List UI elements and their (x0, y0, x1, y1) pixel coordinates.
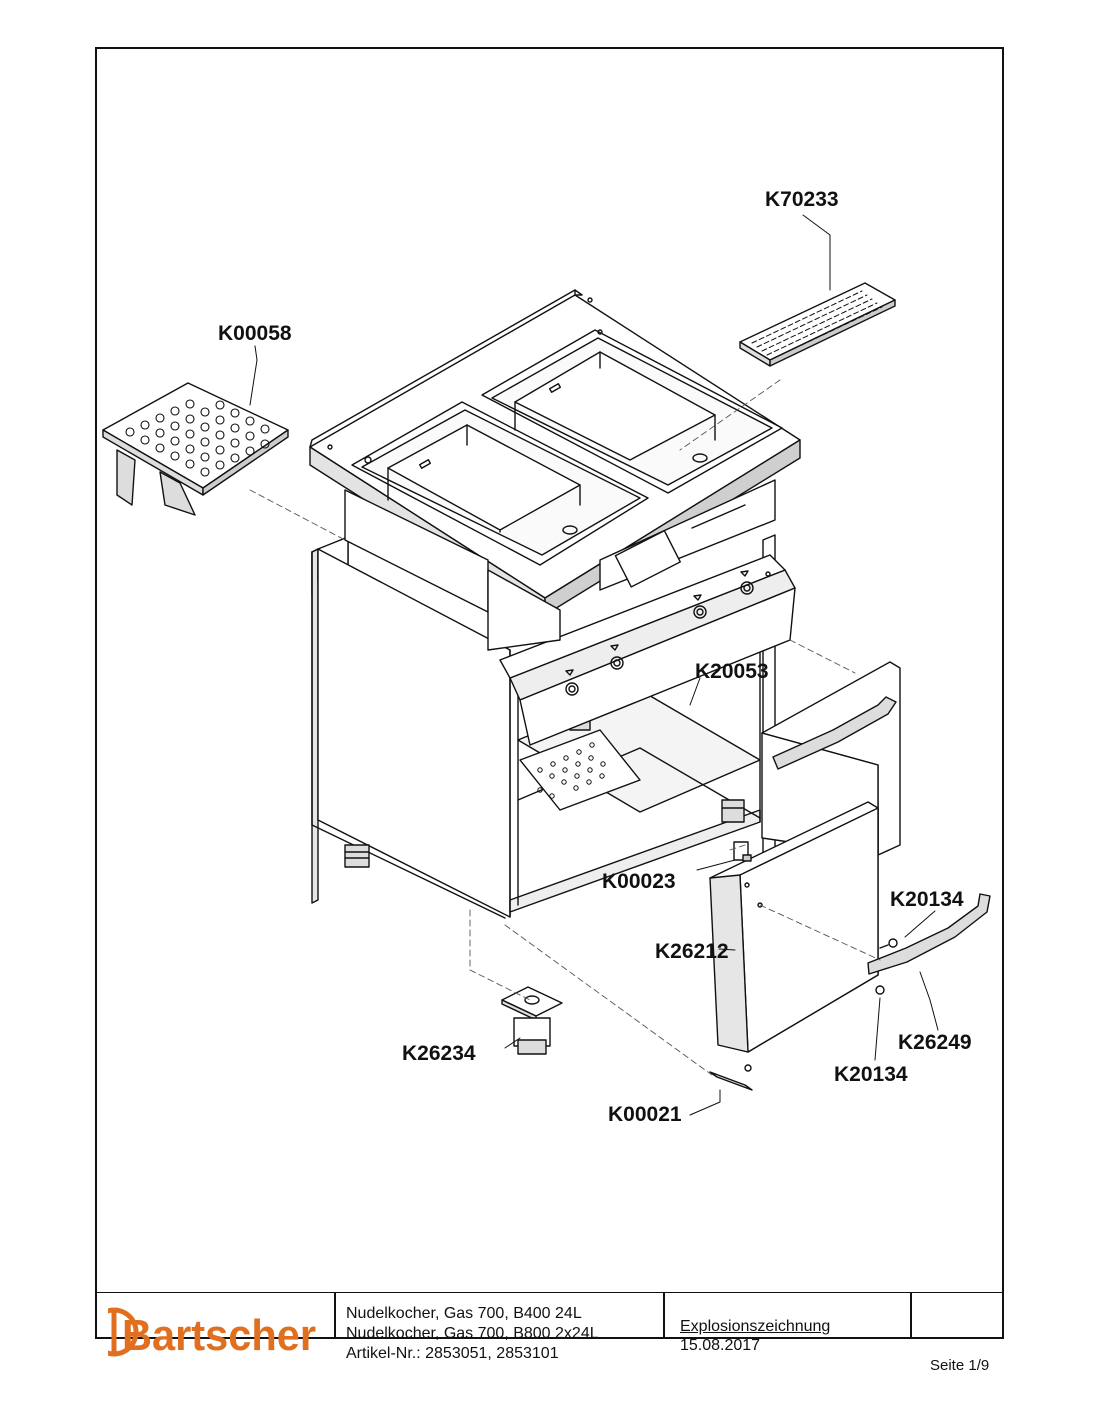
part-label-door-screw-bottom: K20134 (834, 1063, 908, 1086)
grid-cover-drawing (739, 282, 896, 367)
part-label-door-panel: K26212 (655, 940, 729, 963)
bartscher-logo: Bartscher (108, 1307, 316, 1358)
drawing-type: Explosionszeichnung (680, 1318, 831, 1335)
adjustable-foot-drawing (501, 986, 563, 1055)
basket-support-drawing (102, 382, 289, 516)
assembly-lines (249, 379, 881, 1076)
page-number: Seite 1/9 (930, 1357, 990, 1374)
part-label-door-handle: K26249 (898, 1031, 972, 1054)
svg-text:Bartscher: Bartscher (122, 1311, 316, 1358)
part-label-grid-cover: K70233 (765, 188, 839, 211)
title-block-divider-1 (334, 1292, 336, 1339)
part-label-control-panel: K20053 (695, 660, 769, 683)
title-block-divider-3 (910, 1292, 912, 1339)
title-block (95, 1292, 1004, 1339)
article-number: Artikel-Nr.: 2853051, 2853101 (346, 1345, 559, 1362)
part-label-adjustable-foot: K26234 (402, 1042, 476, 1065)
control-panel-drawing (499, 554, 796, 746)
part-label-door-screw-top: K20134 (890, 888, 964, 911)
drawing-date: 15.08.2017 (680, 1337, 761, 1354)
part-label-door-bracket: K00023 (602, 870, 676, 893)
cooking-top-unit (309, 289, 801, 651)
leader-lines (249, 214, 939, 1116)
drawing-frame (95, 47, 1004, 1339)
part-label-basket-support: K00058 (218, 322, 292, 345)
title-block-divider-2 (663, 1292, 665, 1339)
door-assembly-drawing (709, 661, 991, 1091)
product-line-2: Nudelkocher, Gas 700, B800 2x24L (346, 1325, 599, 1342)
part-label-door-hinge: K00021 (608, 1103, 682, 1126)
product-line-1: Nudelkocher, Gas 700, B400 24L (346, 1305, 582, 1322)
